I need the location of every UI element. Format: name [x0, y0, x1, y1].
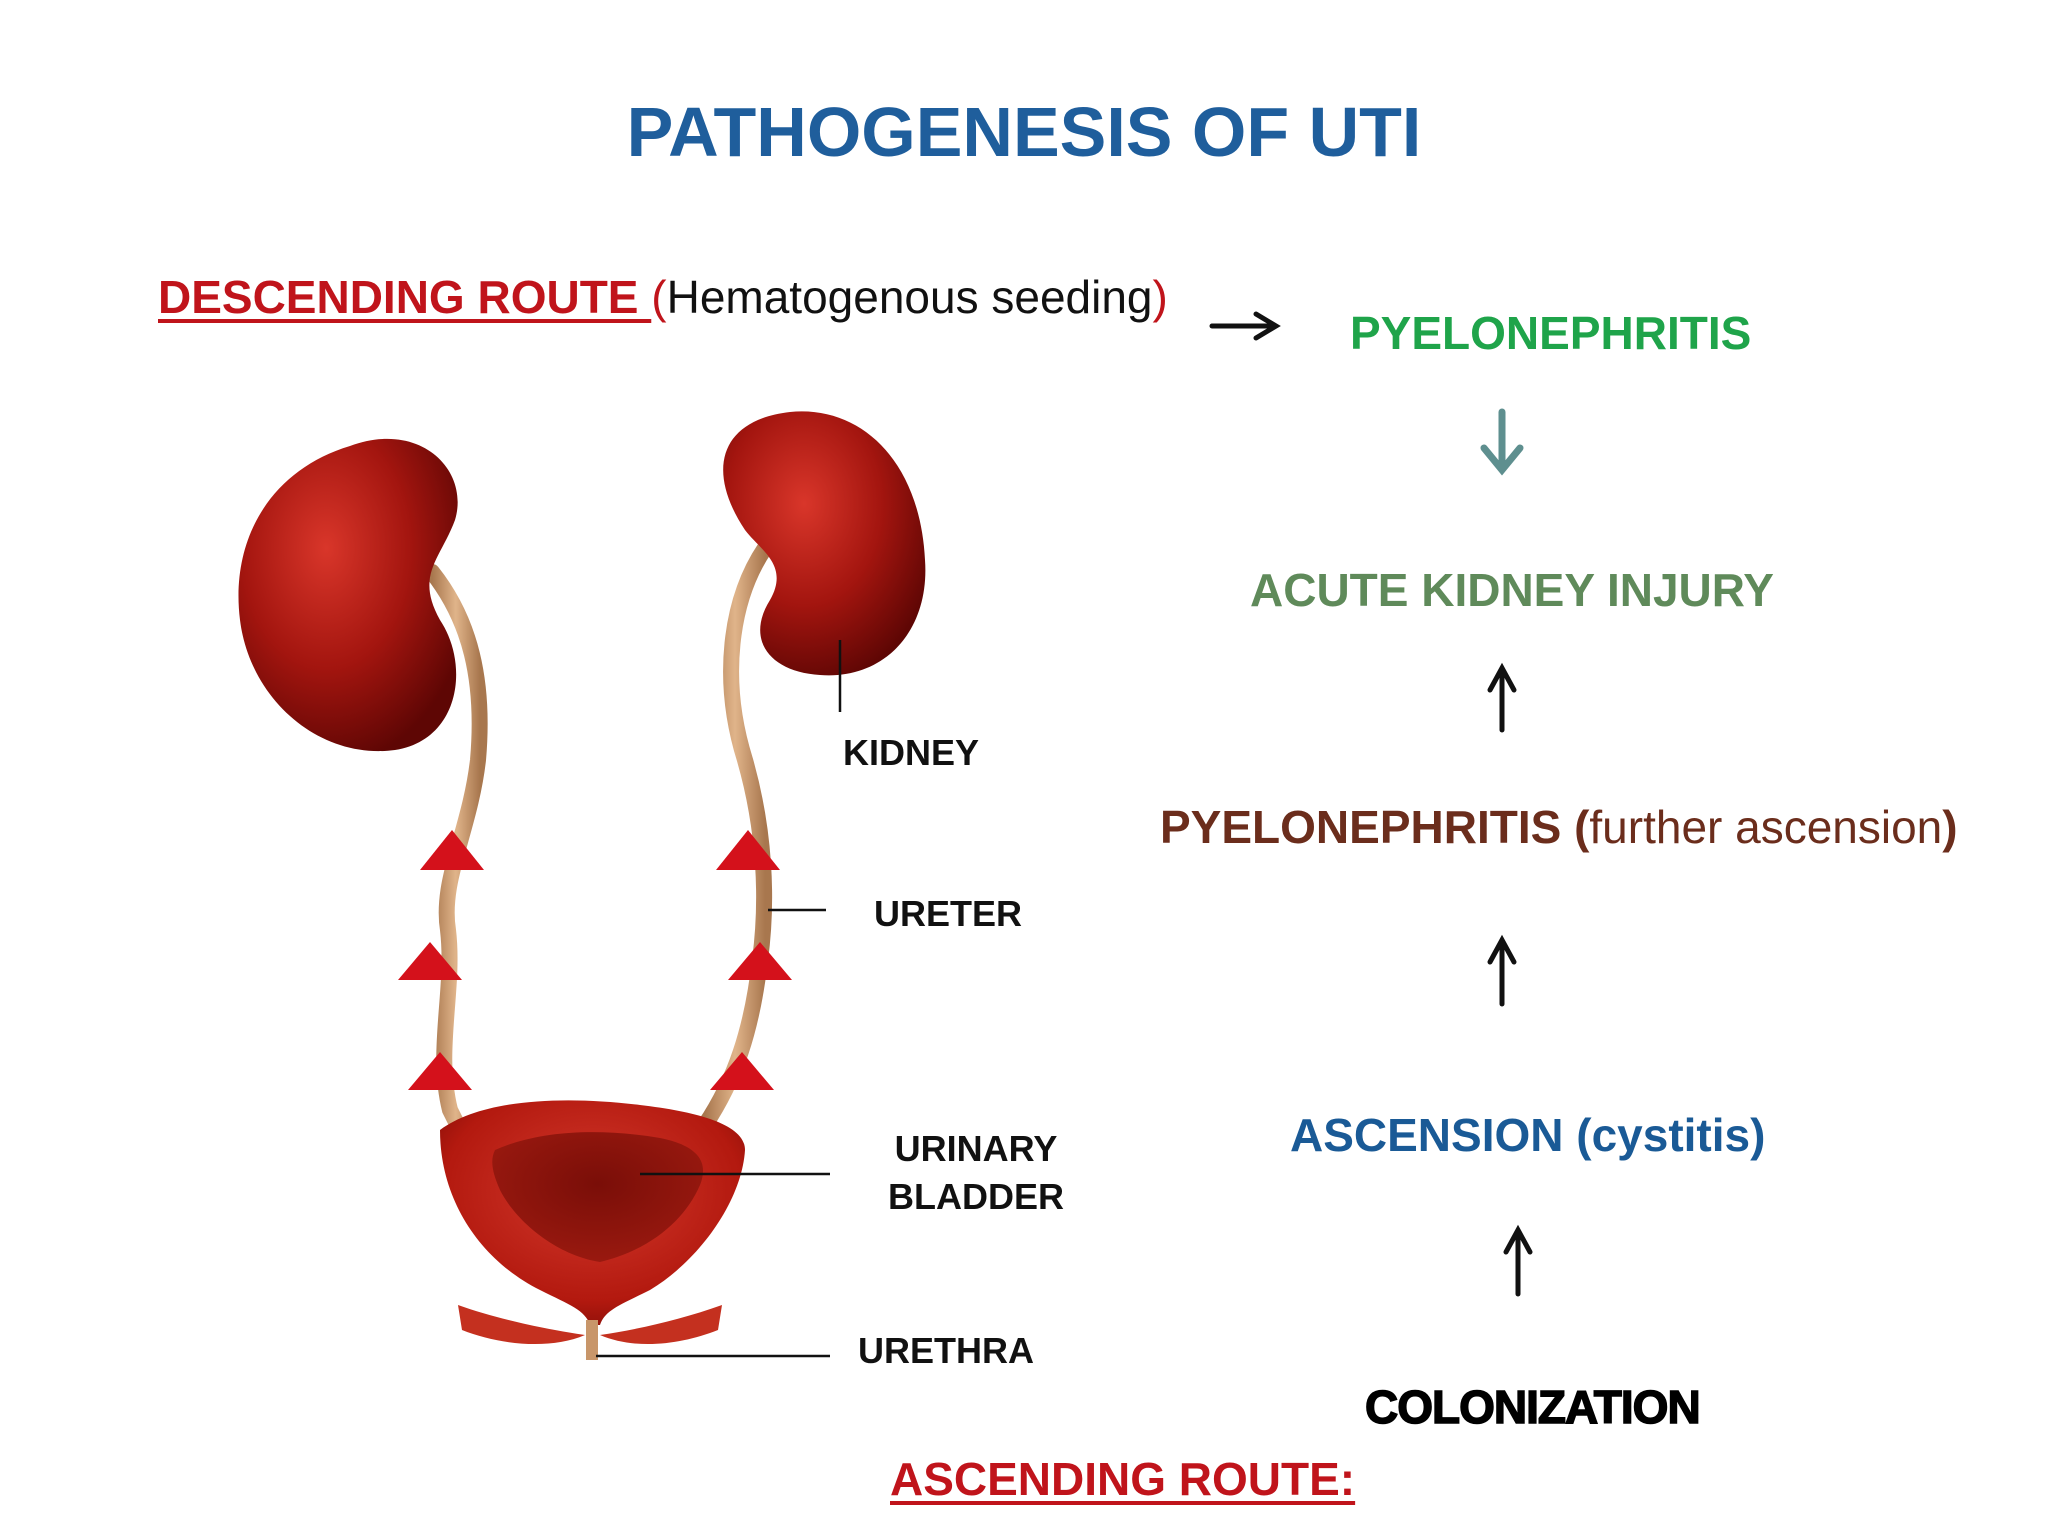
arrow-right-to-pyelonephritis	[1209, 311, 1281, 341]
descending-route-label: DESCENDING ROUTE	[158, 271, 652, 323]
bladder-label: URINARY BLADDER	[888, 1125, 1064, 1221]
bacteria-markers	[398, 830, 792, 1090]
pyelonephritis-mid-node: PYELONEPHRITIS (further ascension)	[1160, 800, 1958, 854]
descending-paren-open: (	[651, 271, 667, 323]
bladder-label-line2: BLADDER	[888, 1176, 1064, 1217]
left-kidney	[238, 438, 458, 752]
pyelonephritis-mid-paren-close: )	[1942, 801, 1958, 853]
bacteria-marker	[710, 1052, 774, 1090]
bacteria-marker	[728, 942, 792, 980]
ascending-route-label: ASCENDING ROUTE:	[890, 1453, 1356, 1505]
ascension-node: ASCENSION (cystitis)	[1290, 1109, 1766, 1161]
pyelonephritis-mid-label: PYELONEPHRITIS	[1160, 801, 1562, 853]
bladder-inner-wall	[492, 1132, 704, 1262]
acute-kidney-injury-node: ACUTE KIDNEY INJURY	[1250, 564, 1774, 616]
colonization-node: COLONIZATION	[1364, 1380, 1701, 1434]
arrow-up-to-pyelonephritis	[1487, 934, 1517, 1007]
arrow-up-to-ascension	[1503, 1224, 1533, 1297]
kidney-label: KIDNEY	[843, 732, 980, 773]
pyelonephritis-mid-detail: further ascension	[1589, 801, 1943, 853]
descending-route-heading: DESCENDING ROUTE (Hematogenous seeding)	[158, 270, 1168, 324]
left-pelvic-muscle	[458, 1305, 585, 1345]
bacteria-marker	[716, 830, 780, 870]
descending-paren-close: )	[1152, 271, 1168, 323]
bacteria-marker	[408, 1052, 472, 1090]
pyelonephritis-mid-paren-open: (	[1561, 801, 1590, 853]
bladder-label-line1: URINARY	[894, 1128, 1058, 1169]
leader-lines	[596, 640, 842, 1358]
ureter-label: URETER	[874, 893, 1023, 934]
urethra-label: URETHRA	[858, 1330, 1034, 1371]
page-title: PATHOGENESIS OF UTI	[626, 93, 1422, 171]
arrow-up-to-aki	[1487, 662, 1517, 733]
descending-route-detail: Hematogenous seeding	[666, 271, 1153, 323]
bacteria-marker	[398, 942, 462, 980]
right-pelvic-muscle	[600, 1305, 722, 1345]
pyelonephritis-top-node: PYELONEPHRITIS	[1350, 307, 1752, 359]
bacteria-marker	[420, 830, 484, 870]
arrow-down-to-aki	[1480, 408, 1524, 476]
right-kidney	[723, 411, 926, 676]
right-ureter	[697, 540, 773, 1133]
